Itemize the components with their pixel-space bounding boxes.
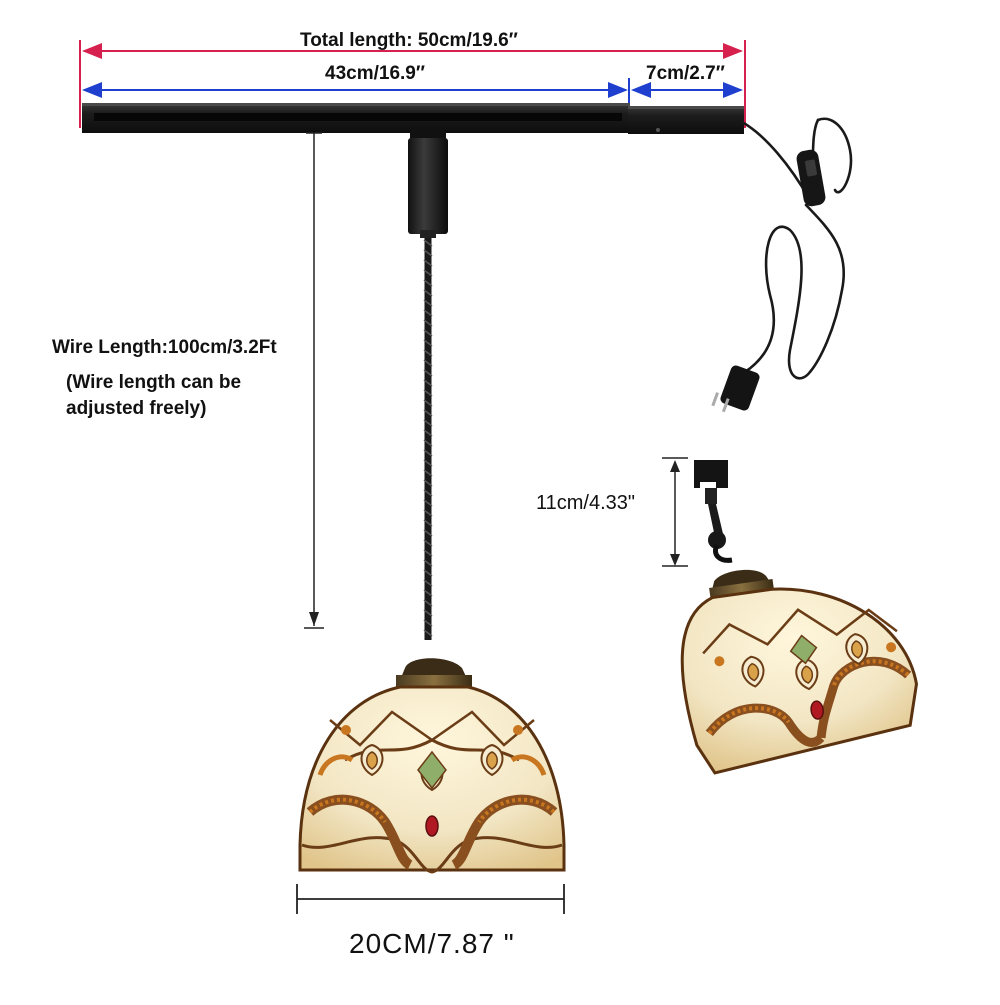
wire-length-label: Wire Length:100cm/3.2Ft: [52, 337, 277, 358]
total-length-label: Total length: 50cm/19.6″: [300, 30, 518, 51]
connector-length-label: 7cm/2.7″: [646, 63, 725, 84]
pendant-adapter: [408, 128, 448, 238]
shade-diameter-dimension: [296, 884, 565, 914]
side-view-adapter: [694, 460, 733, 563]
side-view-lampshade: [680, 569, 918, 775]
power-cord: [740, 117, 853, 380]
inline-switch-icon: [796, 149, 826, 207]
shade-diameter-label: 20CM/7.87 ": [349, 928, 515, 959]
wire-length-dimension: [304, 132, 324, 629]
adapter-height-label: 11cm/4.33": [536, 492, 636, 514]
main-lampshade: [298, 658, 566, 874]
adapter-height-dimension: [662, 457, 688, 567]
track-rail: [82, 103, 744, 134]
wire-note-line1: (Wire length can be: [66, 372, 242, 393]
twisted-wire: [423, 238, 433, 640]
wire-note-line2: adjusted freely): [66, 398, 207, 419]
plug-icon: [711, 365, 760, 413]
total-length-dimension: [79, 40, 746, 128]
rail-length-label: 43cm/16.9″: [325, 63, 425, 84]
